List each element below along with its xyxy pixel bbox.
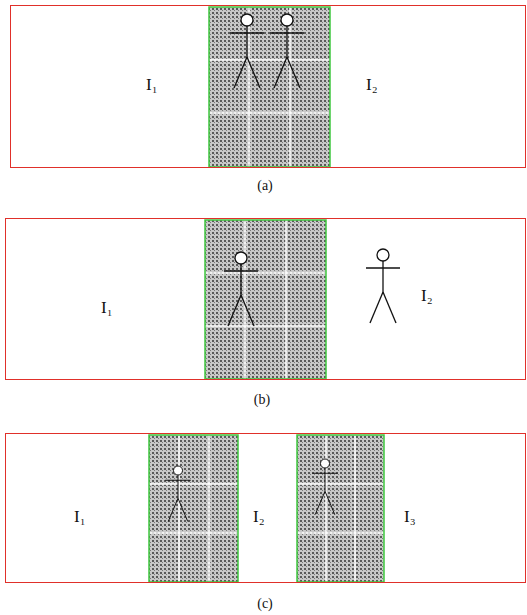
shaded-zone <box>209 7 330 167</box>
shaded-zone <box>205 220 326 379</box>
person-figure <box>312 459 338 515</box>
shaded-zone <box>149 435 238 582</box>
region-label: I₁ <box>101 299 113 318</box>
region-label: I₁ <box>74 508 86 527</box>
panel-caption: (b) <box>254 392 270 407</box>
panel-caption: (c) <box>257 596 273 611</box>
person-figure <box>165 466 191 522</box>
person-figure <box>230 14 264 88</box>
panel-frame: I₁ I₂ I₃ <box>5 433 526 583</box>
region-label: I₂ <box>421 287 433 306</box>
region-label: I₂ <box>253 508 265 527</box>
person-figure <box>270 14 304 88</box>
panel-frame: I₁ I₂ <box>5 218 526 380</box>
region-label: I₂ <box>366 76 378 95</box>
panel-frame: I₁ I₂ <box>10 5 526 168</box>
shaded-zone <box>297 435 384 582</box>
region-label: I₁ <box>146 76 158 95</box>
person-figure <box>366 249 400 323</box>
person-figure <box>224 252 258 326</box>
panel-caption: (a) <box>257 178 273 193</box>
region-label: I₃ <box>404 508 416 527</box>
